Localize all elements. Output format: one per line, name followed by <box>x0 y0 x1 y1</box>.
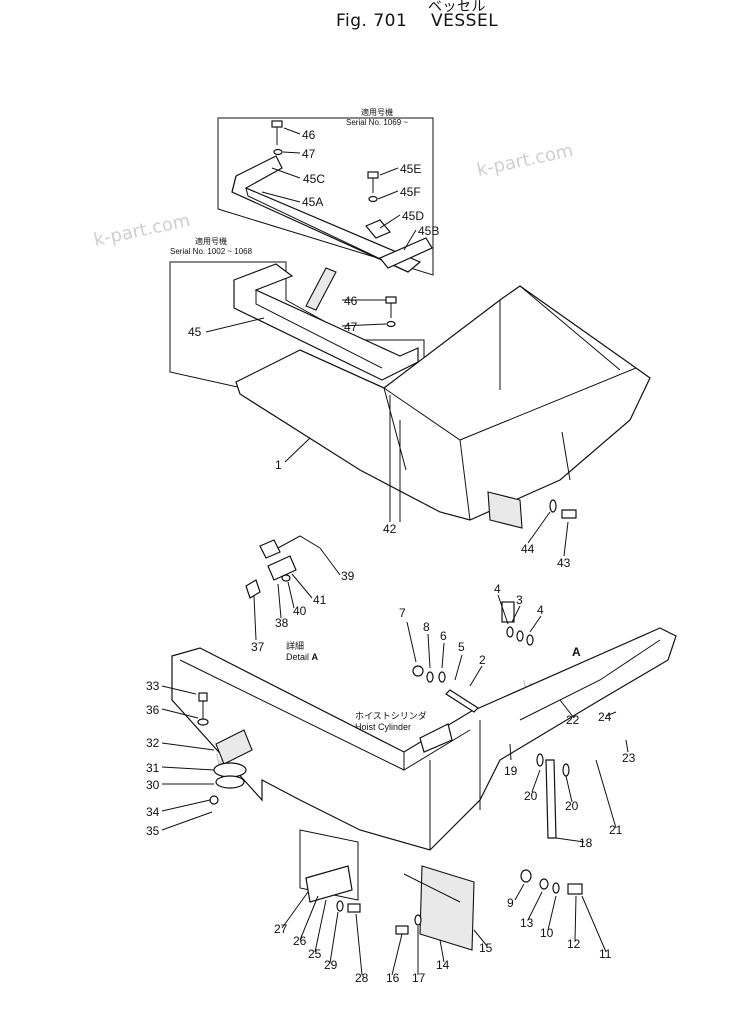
strut <box>305 267 337 311</box>
callout-45b: 45B <box>418 224 439 238</box>
figure-title: VESSEL <box>431 11 499 31</box>
callout-45d: 45D <box>402 209 424 223</box>
callout-8: 8 <box>423 620 430 634</box>
callout-40: 40 <box>293 604 307 618</box>
callout-44: 44 <box>521 542 535 556</box>
callout-45c: 45C <box>303 172 325 186</box>
serial-note-lower-text: Serial No. 1002 ~ 1068 <box>170 247 253 256</box>
callout-46: 46 <box>344 294 358 308</box>
callout-35: 35 <box>146 824 160 838</box>
callout-45a: 45A <box>302 195 323 209</box>
callout-14: 14 <box>436 958 450 972</box>
callout-10: 10 <box>540 926 554 940</box>
callout-2: 2 <box>479 653 486 667</box>
callout-18: 18 <box>579 836 593 850</box>
callout-42: 42 <box>383 522 397 536</box>
callout-12: 12 <box>567 937 581 951</box>
callout-45f: 45F <box>400 185 421 199</box>
callout-30: 30 <box>146 778 160 792</box>
callout-labels: 46 47 45C 45A 45E 45F 45D 45B 46 47 45 1… <box>146 128 636 985</box>
hoist-cylinder-text: Hoist Cylinder <box>355 722 412 732</box>
guard-rail-45a <box>231 155 433 273</box>
callout-20: 20 <box>565 799 579 813</box>
callout-15: 15 <box>479 941 493 955</box>
callout-11: 11 <box>599 947 612 961</box>
callout-47: 47 <box>344 320 358 334</box>
bolt-46-lower <box>385 296 397 328</box>
detail-a-parts <box>245 535 321 599</box>
callout-9: 9 <box>507 896 514 910</box>
callout-24: 24 <box>598 710 612 724</box>
callout-19: 19 <box>504 764 518 778</box>
callout-27: 27 <box>274 922 288 936</box>
callout-45: 45 <box>188 325 202 339</box>
callout-45e: 45E <box>400 162 421 176</box>
vessel-upper-body <box>235 285 651 529</box>
callout-4: 4 <box>537 603 544 617</box>
detail-note-text: Detail <box>286 652 310 662</box>
mount-pad-30-32 <box>197 692 253 805</box>
callout-20: 20 <box>524 789 538 803</box>
callout-39: 39 <box>341 569 355 583</box>
callout-4: 4 <box>494 582 501 596</box>
plate-27 <box>299 829 361 913</box>
hoist-cylinder-jp: ホイストシリンダ <box>355 711 427 721</box>
bolts-9-12 <box>395 869 583 935</box>
callout-46: 46 <box>302 128 316 142</box>
bolt-45e <box>365 171 391 239</box>
callout-17: 17 <box>412 971 426 985</box>
detail-note-mark: A <box>311 652 319 662</box>
callout-29: 29 <box>324 958 338 972</box>
serial-note-upper-jp: 適用号機 <box>361 108 394 117</box>
callout-21: 21 <box>609 823 623 837</box>
callout-28: 28 <box>355 971 369 985</box>
callout-3: 3 <box>516 593 523 607</box>
callout-47: 47 <box>302 147 316 161</box>
detail-note: 詳細 Detail A <box>286 641 318 663</box>
callout-16: 16 <box>386 971 400 985</box>
detail-note-jp: 詳細 <box>286 641 305 651</box>
callout-41: 41 <box>313 593 327 607</box>
callout-43: 43 <box>557 556 571 570</box>
callout-13: 13 <box>520 916 534 930</box>
vessel-lower-body <box>171 627 677 851</box>
callout-33: 33 <box>146 679 160 693</box>
upper-serial-frame <box>217 117 434 276</box>
callout-25: 25 <box>308 947 322 961</box>
callout-6: 6 <box>440 629 447 643</box>
callout-7: 7 <box>399 606 406 620</box>
leader-lines <box>161 127 629 976</box>
callout-1: 1 <box>275 458 282 472</box>
serial-note-lower: 適用号機 Serial No. 1002 ~ 1068 <box>170 237 252 257</box>
bolt-43-washer-44 <box>549 499 577 519</box>
serial-note-upper: 適用号機 Serial No. 1069 ~ <box>346 108 408 128</box>
callout-31: 31 <box>146 761 160 775</box>
callout-38: 38 <box>275 616 289 630</box>
callout-32: 32 <box>146 736 160 750</box>
title-japanese: ベッセル <box>428 0 486 15</box>
serial-note-upper-text: Serial No. 1069 ~ <box>346 118 409 127</box>
figure-number: Fig. 701 <box>336 11 408 31</box>
callout-5: 5 <box>458 640 465 654</box>
callout-37: 37 <box>251 640 265 654</box>
callout-26: 26 <box>293 934 307 948</box>
serial-note-lower-jp: 適用号機 <box>195 237 228 246</box>
callout-22: 22 <box>566 713 580 727</box>
hoist-cylinder-note: ホイストシリンダ Hoist Cylinder <box>355 711 427 733</box>
callout-23: 23 <box>622 751 636 765</box>
bolt-46-upper <box>271 120 283 156</box>
callout-34: 34 <box>146 805 160 819</box>
callout-36: 36 <box>146 703 160 717</box>
hinge-pin-assembly <box>412 601 534 713</box>
detail-arrow-mark: A <box>572 645 581 659</box>
plate-14 <box>403 865 475 951</box>
guard-rail-45 <box>233 263 419 381</box>
lever-18 <box>536 753 570 839</box>
